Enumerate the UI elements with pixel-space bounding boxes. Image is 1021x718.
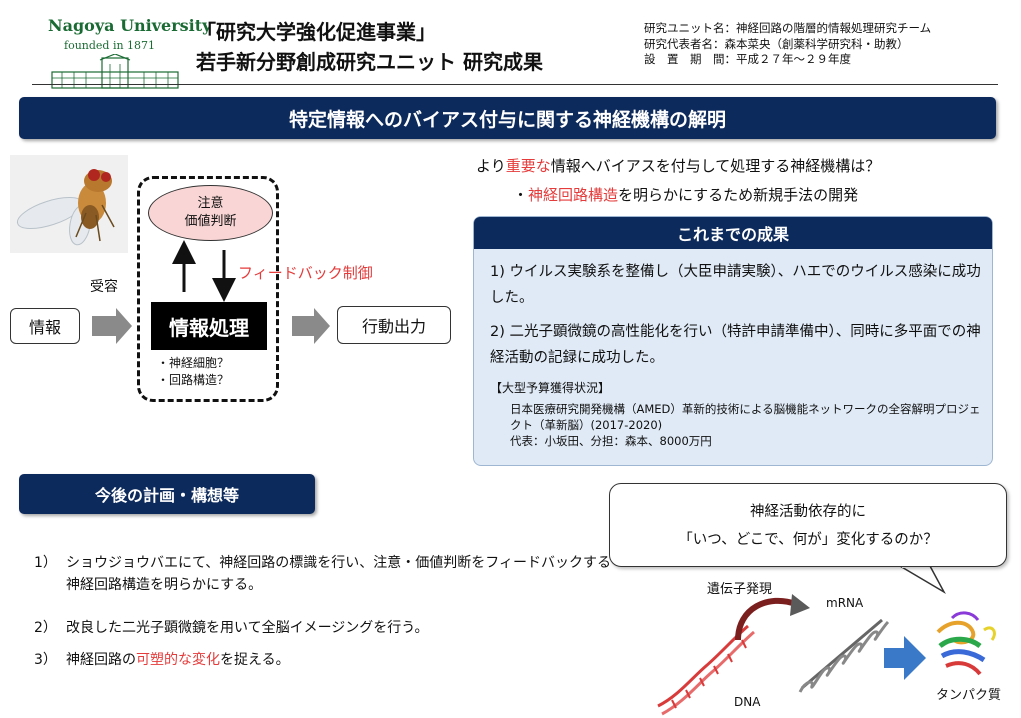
neuron-question: ・神経細胞？ bbox=[157, 356, 230, 370]
university-logo: Nagoya University founded in 1871 bbox=[30, 10, 211, 89]
method-highlight: 神経回路構造 bbox=[528, 186, 619, 204]
method-statement: ・神経回路構造を明らかにするため新規手法の開発 bbox=[513, 184, 858, 205]
logo-founded: founded in 1871 bbox=[64, 39, 156, 52]
circuit-question: ・回路構造？ bbox=[157, 373, 230, 387]
attention-label: 注意 bbox=[197, 196, 224, 211]
bubble-line-1: 神経活動依存的に bbox=[750, 504, 866, 520]
meta-period: 設 置 期 間：平成２７年～２９年度 bbox=[644, 52, 851, 66]
plan-number: 3） bbox=[34, 652, 57, 668]
output-arrow bbox=[292, 308, 330, 344]
plan-text-pre: 神経回路の bbox=[66, 652, 136, 668]
transcription-arrow bbox=[735, 597, 798, 641]
dna-label: DNA bbox=[734, 695, 761, 709]
result-item-2: 2) 二光子顕微鏡の高性能化を行い（特許申請準備中）、同時に多平面での神経活動の… bbox=[490, 324, 981, 366]
value-judgment-label: 価値判断 bbox=[184, 214, 237, 229]
program-subtitle: 若手新分野創成研究ユニット 研究成果 bbox=[196, 50, 543, 74]
question-highlight: 重要な bbox=[505, 157, 551, 175]
method-post: を明らかにするため新規手法の開発 bbox=[618, 186, 859, 204]
research-question: より重要な情報へバイアスを付与して処理する神経機構は？ bbox=[476, 155, 880, 176]
input-arrow bbox=[92, 308, 132, 344]
attention-value-ellipse: 注意 価値判断 bbox=[148, 185, 273, 241]
plan-text: 神経回路の可塑的な変化を捉える。 bbox=[66, 649, 612, 671]
feedback-control-label: フィードバック制御 bbox=[238, 264, 373, 282]
logo-name: Nagoya University bbox=[48, 16, 212, 35]
meta-representative: 研究代表者名：森本菜央（創薬科学研究科・助教） bbox=[644, 36, 909, 51]
plan-text-highlight: 可塑的な変化 bbox=[136, 652, 220, 668]
results-panel: これまでの成果 1) ウイルス実験系を整備し（大臣申請実験）、ハエでのウイルス感… bbox=[473, 216, 993, 466]
main-banner: 特定情報へのバイアス付与に関する神経機構の解明 bbox=[19, 97, 996, 139]
plan-number: 2） bbox=[34, 620, 57, 636]
budget-heading: 【大型予算獲得状況】 bbox=[490, 381, 611, 395]
budget-funding: 代表：小坂田、分担：森本、8000万円 bbox=[510, 434, 712, 448]
budget-details: 日本医療研究開発機構（AMED）革新的技術による脳機能ネットワークの全容解明プロ… bbox=[510, 401, 988, 449]
receive-label: 受容 bbox=[90, 279, 118, 295]
mrna-label: mRNA bbox=[826, 596, 864, 610]
fruit-fly-icon bbox=[10, 155, 128, 253]
gene-expression-illustration bbox=[657, 563, 996, 716]
header-divider bbox=[32, 84, 998, 85]
protein-label: タンパク質 bbox=[936, 688, 1002, 703]
unit-meta: 研究ユニット名：神経回路の階層的情報処理研究チーム 研究代表者名：森本菜央（創薬… bbox=[644, 21, 931, 68]
result-item-1: 1) ウイルス実験系を整備し（大臣申請実験）、ハエでのウイルス感染に成功した。 bbox=[490, 264, 981, 306]
building-icon bbox=[51, 54, 179, 89]
speech-bubble-tail bbox=[897, 565, 946, 595]
information-box: 情報 bbox=[10, 308, 80, 344]
budget-project: 日本医療研究開発機構（AMED）革新的技術による脳機能ネットワークの全容解明プロ… bbox=[510, 402, 981, 432]
mrna-coil-icon bbox=[798, 618, 890, 693]
meta-unit: 研究ユニット名：神経回路の階層的情報処理研究チーム bbox=[644, 21, 932, 35]
information-processing-box: 情報処理 bbox=[151, 302, 267, 350]
method-pre: ・ bbox=[513, 186, 529, 204]
question-pre: より bbox=[476, 157, 506, 175]
fruit-fly-image bbox=[10, 155, 128, 253]
gene-expression-label: 遺伝子発現 bbox=[707, 582, 773, 597]
behavior-output-box: 行動出力 bbox=[337, 306, 451, 344]
question-post: 情報へバイアスを付与して処理する神経機構は？ bbox=[550, 157, 881, 175]
plan-number: 1） bbox=[34, 555, 57, 571]
plan-text: ショウジョウバエにて、神経回路の標識を行い、注意・価値判断をフィードバックする神… bbox=[66, 555, 612, 593]
speech-bubble: 神経活動依存的に 「いつ、どこで、何が」変化するのか？ bbox=[609, 483, 1007, 567]
future-plans-banner: 今後の計画・構想等 bbox=[19, 474, 315, 514]
plan-text: 改良した二光子顕微鏡を用いて全脳イメージングを行う。 bbox=[66, 620, 429, 636]
processing-questions: ・神経細胞？ ・回路構造？ bbox=[157, 355, 229, 389]
results-heading: これまでの成果 bbox=[474, 217, 992, 249]
diagram-arrows bbox=[92, 240, 330, 344]
translation-arrow bbox=[884, 636, 926, 680]
processing-dashed-frame bbox=[137, 176, 279, 402]
plan-text-post: を捉える。 bbox=[220, 652, 290, 668]
protein-structure-icon bbox=[936, 611, 996, 676]
bubble-line-2: 「いつ、どこで、何が」変化するのか？ bbox=[678, 532, 938, 548]
program-title: 「研究大学強化促進事業」 bbox=[196, 20, 436, 44]
